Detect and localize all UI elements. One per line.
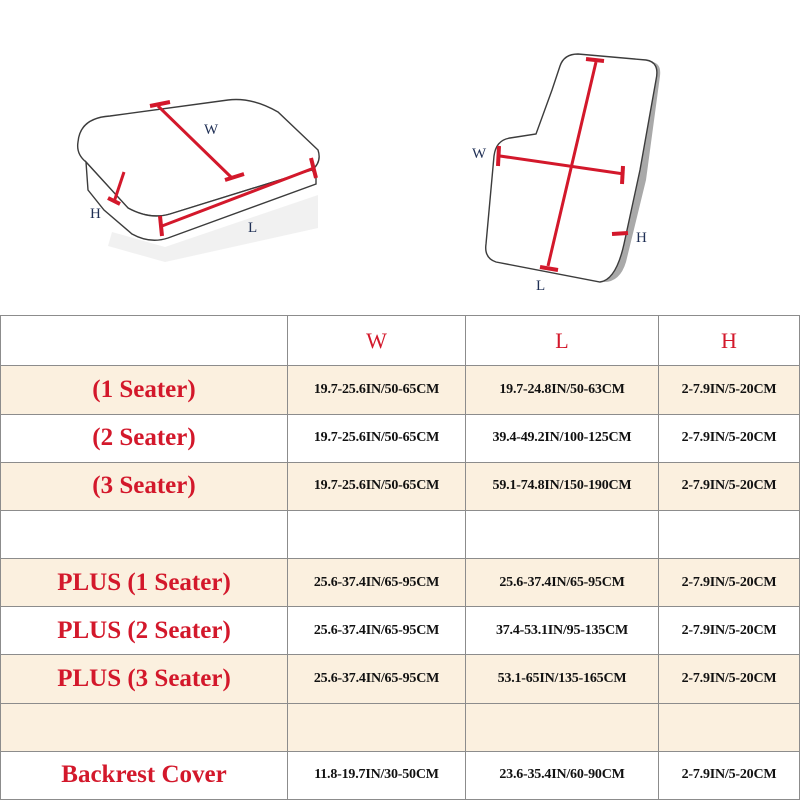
width-cell: 25.6-37.4IN/65-95CM [287, 606, 466, 656]
width-cell: 25.6-37.4IN/65-95CM [287, 558, 466, 608]
seat-cushion-diagram: W H L [76, 98, 320, 262]
column-header-h: H [658, 314, 800, 367]
length-cell [465, 509, 659, 560]
table-row: (1 Seater) 19.7-25.6IN/50-65CM 19.7-24.8… [0, 365, 800, 415]
length-cell: 25.6-37.4IN/65-95CM [465, 558, 659, 608]
table-header-row: W L H [0, 314, 800, 367]
row-label: (2 Seater) [0, 413, 288, 463]
width-cell: 19.7-25.6IN/50-65CM [287, 461, 466, 511]
table-row: PLUS (2 Seater) 25.6-37.4IN/65-95CM 37.4… [0, 606, 800, 656]
height-cell: 2-7.9IN/5-20CM [658, 365, 800, 415]
row-label [0, 702, 288, 752]
height-cell: 2-7.9IN/5-20CM [658, 606, 800, 656]
row-label: PLUS (1 Seater) [0, 558, 288, 608]
seat-h-label: H [90, 206, 101, 222]
height-cell [658, 702, 800, 752]
height-cell: 2-7.9IN/5-20CM [658, 654, 800, 704]
table-row: PLUS (1 Seater) 25.6-37.4IN/65-95CM 25.6… [0, 558, 800, 608]
row-label: Backrest Cover [0, 750, 288, 800]
length-cell: 39.4-49.2IN/100-125CM [465, 413, 659, 463]
backrest-h-label: H [636, 230, 647, 246]
width-cell: 11.8-19.7IN/30-50CM [287, 750, 466, 800]
length-cell: 19.7-24.8IN/50-63CM [465, 365, 659, 415]
length-cell [465, 702, 659, 752]
row-label: PLUS (3 Seater) [0, 654, 288, 704]
width-cell: 19.7-25.6IN/50-65CM [287, 365, 466, 415]
table-row: (2 Seater) 19.7-25.6IN/50-65CM 39.4-49.2… [0, 413, 800, 463]
table-row: PLUS (3 Seater) 25.6-37.4IN/65-95CM 53.1… [0, 654, 800, 704]
height-cell: 2-7.9IN/5-20CM [658, 750, 800, 800]
length-cell: 37.4-53.1IN/95-135CM [465, 606, 659, 656]
height-cell: 2-7.9IN/5-20CM [658, 461, 800, 511]
row-label [0, 509, 288, 560]
row-label: (3 Seater) [0, 461, 288, 511]
column-header-w: W [287, 314, 466, 367]
table-row-spacer [0, 509, 800, 560]
table-row-spacer [0, 702, 800, 752]
backrest-diagram: L W H [472, 53, 661, 294]
width-cell [287, 702, 466, 752]
column-header-l: L [465, 314, 659, 367]
width-cell: 25.6-37.4IN/65-95CM [287, 654, 466, 704]
dimension-diagrams: W H L L W H [76, 53, 661, 294]
row-label: PLUS (2 Seater) [0, 606, 288, 656]
length-cell: 53.1-65IN/135-165CM [465, 654, 659, 704]
table-row: Backrest Cover 11.8-19.7IN/30-50CM 23.6-… [0, 750, 800, 800]
seat-l-label: L [248, 220, 257, 236]
width-cell: 19.7-25.6IN/50-65CM [287, 413, 466, 463]
backrest-l-label: L [536, 278, 545, 294]
height-cell: 2-7.9IN/5-20CM [658, 558, 800, 608]
backrest-w-label: W [472, 146, 487, 162]
height-cell: 2-7.9IN/5-20CM [658, 413, 800, 463]
height-cell [658, 509, 800, 560]
seat-w-label: W [204, 122, 219, 138]
length-cell: 23.6-35.4IN/60-90CM [465, 750, 659, 800]
table-row: (3 Seater) 19.7-25.6IN/50-65CM 59.1-74.8… [0, 461, 800, 511]
width-cell [287, 509, 466, 560]
row-label: (1 Seater) [0, 365, 288, 415]
length-cell: 59.1-74.8IN/150-190CM [465, 461, 659, 511]
header-empty-cell [0, 314, 288, 367]
size-table: W L H (1 Seater) 19.7-25.6IN/50-65CM 19.… [0, 314, 800, 800]
